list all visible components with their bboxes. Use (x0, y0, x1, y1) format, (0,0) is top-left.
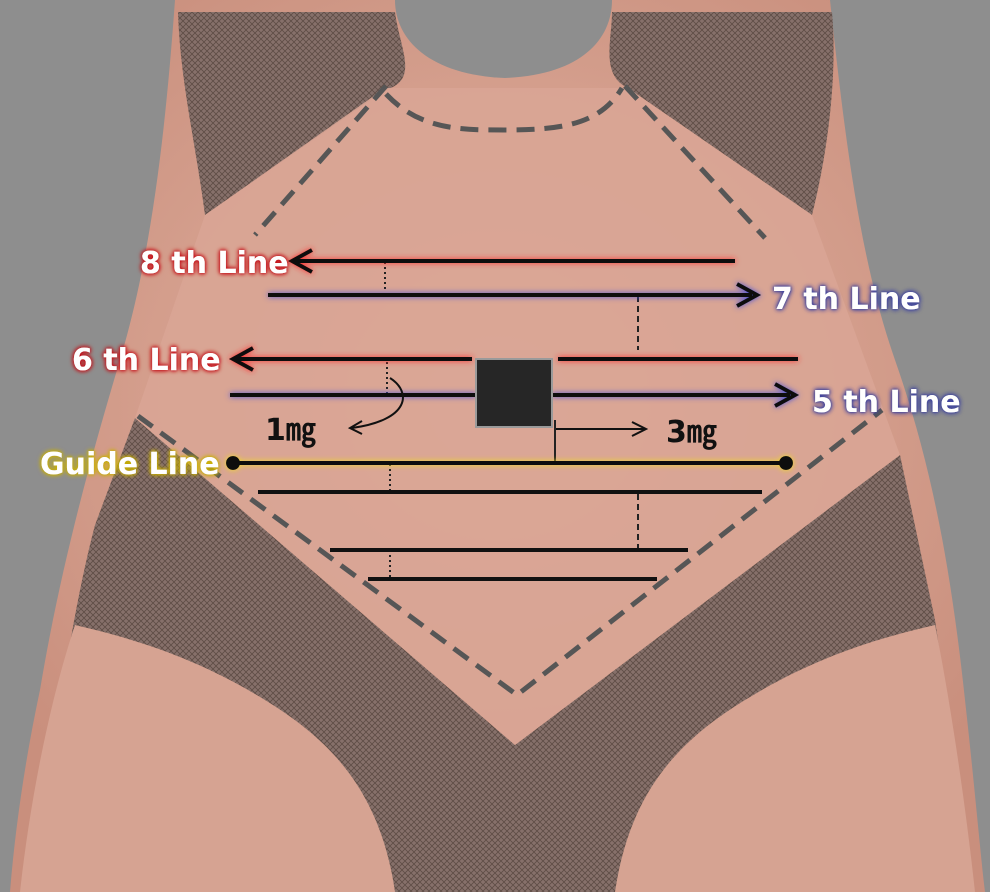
navel-marker (476, 359, 552, 427)
label-7th-line: 7 th Line (772, 282, 921, 317)
label-8th-line: 8 th Line (140, 246, 289, 281)
label-guide-line: Guide Line (40, 447, 220, 482)
label-3cm: 3㎎ (666, 415, 717, 451)
label-5th-line: 5 th Line (812, 385, 961, 420)
label-1cm: 1㎎ (265, 413, 316, 449)
label-6th-line: 6 th Line (72, 343, 221, 378)
